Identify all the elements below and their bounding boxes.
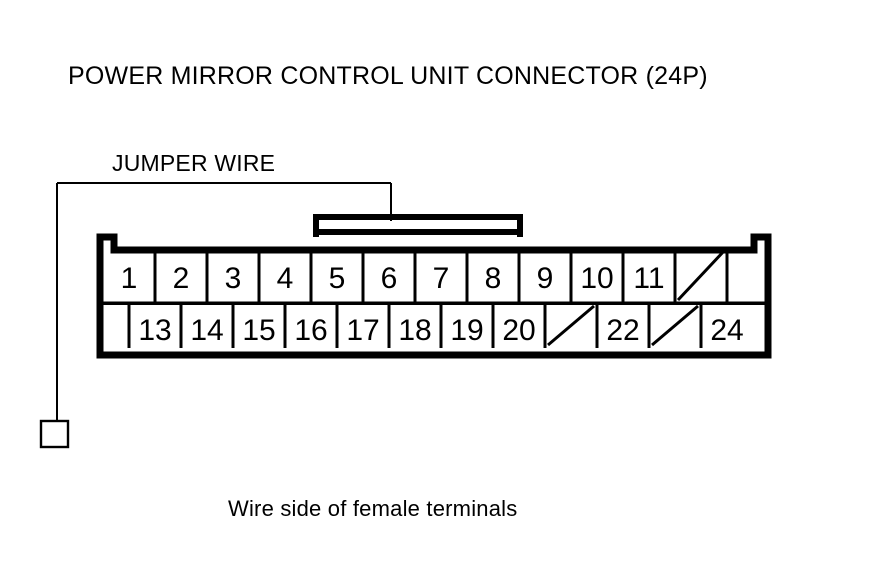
jumper-wire-label: JUMPER WIRE: [112, 150, 275, 176]
pin-label-15: 15: [242, 314, 275, 347]
pin-label-17: 17: [346, 314, 379, 347]
unused-pin-slashes: [547, 249, 726, 347]
pin-label-16: 16: [294, 314, 327, 347]
pin-label-11: 11: [633, 262, 664, 295]
pin-label-22: 22: [606, 314, 639, 347]
diagram-caption: Wire side of female terminals: [228, 496, 517, 521]
unused-pin-slash: [676, 249, 726, 302]
pin-label-20: 20: [502, 314, 535, 347]
pin-label-10: 10: [580, 262, 613, 295]
pin-label-13: 13: [138, 314, 171, 347]
pin-label-5: 5: [329, 262, 346, 295]
top-row-pin-labels: 1 2 3 4 5 6 7 8 9 10 11: [121, 262, 665, 295]
pin-label-6: 6: [381, 262, 398, 295]
pin-label-9: 9: [537, 262, 554, 295]
pin-label-14: 14: [190, 314, 223, 347]
pin-label-1: 1: [121, 262, 138, 295]
unused-pin-slash: [651, 304, 699, 347]
pin-label-18: 18: [398, 314, 431, 347]
pin-label-3: 3: [225, 262, 242, 295]
jumper-wire-terminal-end: [39, 419, 70, 449]
bottom-row-pin-labels: 13 14 15 16 17 18 19 20 22 24: [138, 314, 743, 347]
pin-label-7: 7: [433, 262, 450, 295]
pin-label-2: 2: [173, 262, 190, 295]
pin-label-24: 24: [710, 314, 743, 347]
connector-body-outline: [96, 233, 772, 359]
pin-label-8: 8: [485, 262, 502, 295]
pin-cell-separators: [127, 248, 729, 348]
connector-latch-tab: [313, 214, 523, 237]
unused-pin-slash: [547, 304, 595, 347]
pin-label-19: 19: [450, 314, 483, 347]
pin-label-4: 4: [277, 262, 294, 295]
page-title: POWER MIRROR CONTROL UNIT CONNECTOR (24P…: [68, 62, 708, 90]
